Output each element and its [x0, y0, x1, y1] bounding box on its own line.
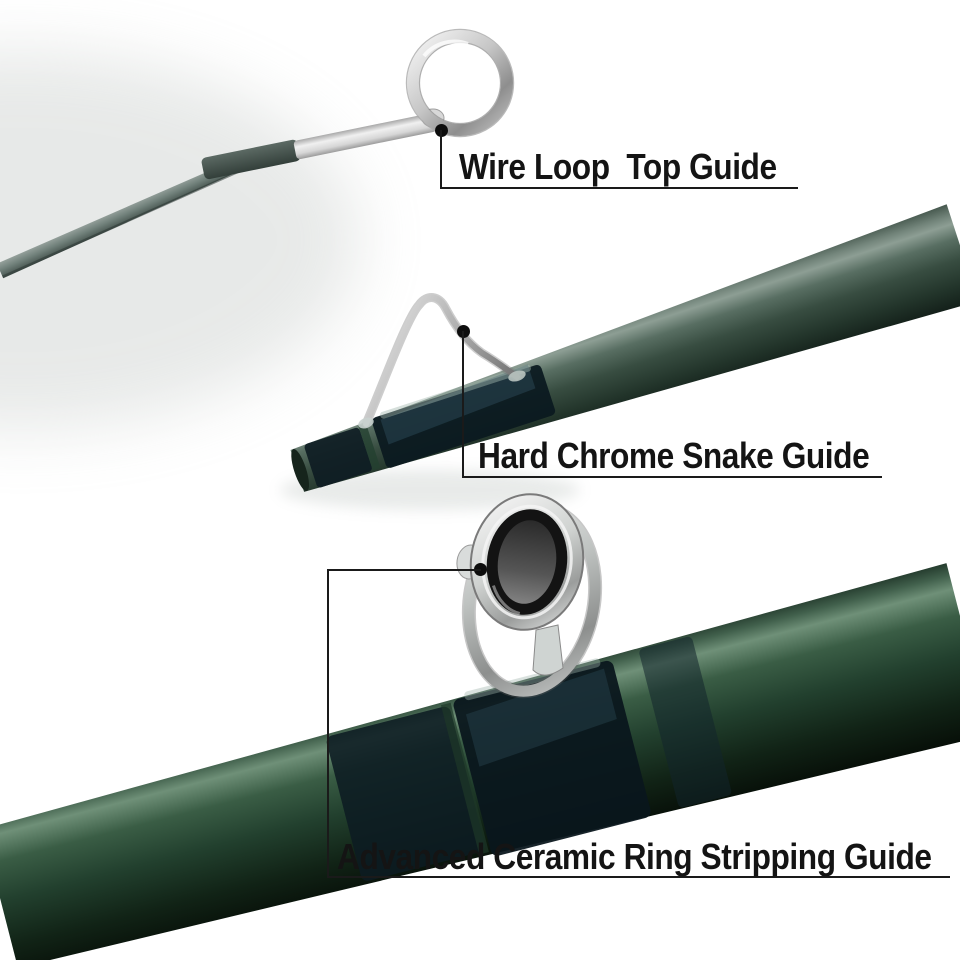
- callout-vline-top: [440, 130, 442, 188]
- label-ceramic-ring-stripping-guide: Advanced Ceramic Ring Stripping Guide: [337, 836, 932, 877]
- wrap-band-left: [326, 706, 485, 881]
- guide-foot-right: [508, 370, 526, 382]
- rod-tip-blank: [0, 151, 259, 279]
- label-wire-loop-top-guide: Wire Loop Top Guide: [459, 146, 777, 187]
- ceramic-highlight: [491, 585, 521, 615]
- tip-wrap-and-sleeve: [201, 113, 437, 180]
- callout-vline-bottom: [327, 569, 329, 878]
- guide-center-strut: [532, 624, 564, 676]
- bottom-rod-blank: [0, 563, 960, 960]
- loop-highlight: [422, 39, 469, 58]
- guide-foot-left: [358, 417, 374, 429]
- stripping-guide: [456, 493, 603, 699]
- ring-aperture: [497, 520, 557, 604]
- wrap-band-1: [304, 427, 372, 488]
- rod-end-cap: [291, 449, 310, 492]
- tip-thread-wrap: [201, 139, 301, 180]
- guide-foot-wrap-bottom: [453, 660, 651, 856]
- wrap-sheen: [380, 364, 536, 445]
- callout-vline-middle: [462, 331, 464, 477]
- chrome-tube-sleeve: [293, 113, 437, 160]
- ceramic-ring-assembly: [469, 493, 585, 631]
- wrap-band-right: [639, 636, 732, 808]
- snake-guide: [358, 293, 526, 429]
- callout-underline-top: [440, 187, 798, 189]
- callout-underline-bottom: [327, 876, 950, 878]
- callout-hline-bottom: [328, 569, 481, 571]
- label-hard-chrome-snake-guide: Hard Chrome Snake Guide: [478, 435, 870, 476]
- stripping-guide-section: [0, 493, 960, 960]
- wrap-highlight: [380, 364, 531, 419]
- wrap-sheen-bottom: [465, 668, 617, 767]
- wire-loop-top-guide: [405, 28, 515, 138]
- rod-tip-section: [0, 28, 515, 279]
- callout-underline-middle: [462, 476, 882, 478]
